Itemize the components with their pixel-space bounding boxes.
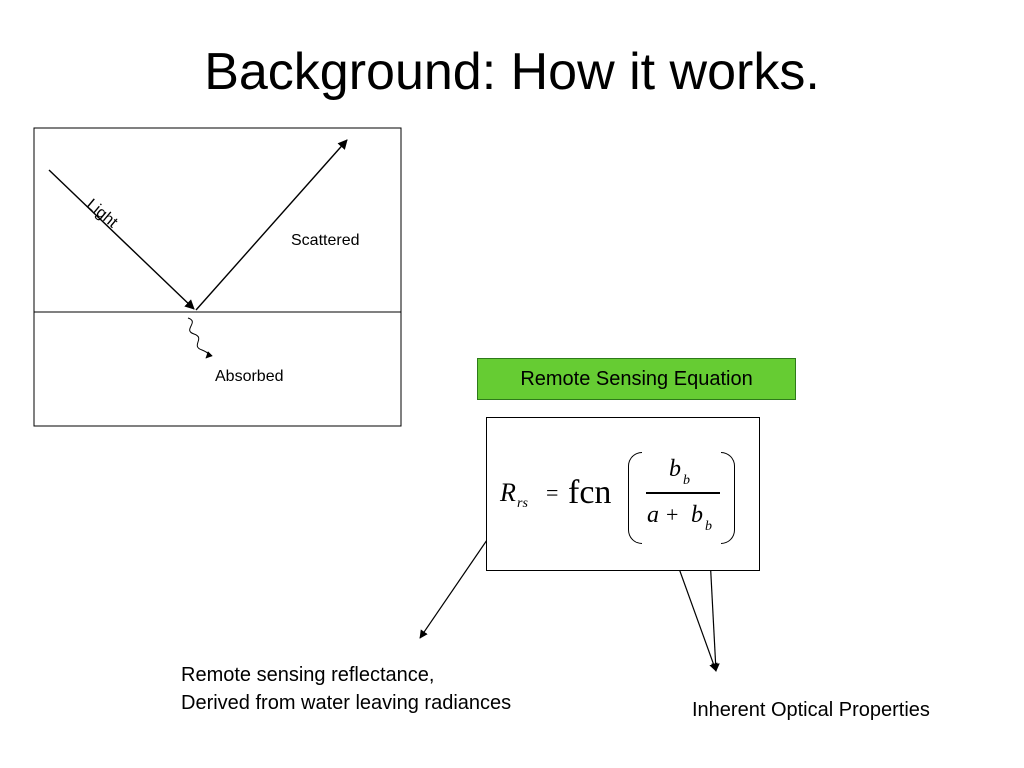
reflectance-caption-line2: Derived from water leaving radiances <box>181 692 512 714</box>
numerator-symbol: b <box>669 456 681 482</box>
equation-box <box>486 417 760 571</box>
absorbed-wave-arrow <box>187 317 213 359</box>
denominator-plus: + <box>666 502 679 527</box>
lhs-subscript: rs <box>517 496 528 511</box>
equation-header-label: Remote Sensing Equation <box>477 358 796 400</box>
denominator-subscript: b <box>705 519 712 534</box>
slide-title: Background: How it works. <box>204 43 820 101</box>
fraction-bar <box>646 492 720 494</box>
incident-light-arrow <box>48 169 195 310</box>
scattered-label: Scattered <box>291 232 360 249</box>
scattered-light-arrow <box>195 139 348 311</box>
equals-sign: = <box>546 480 559 505</box>
numerator-subscript: b <box>683 473 690 488</box>
right-paren <box>721 452 735 544</box>
lhs-symbol: R <box>500 478 516 507</box>
iop-caption: Inherent Optical Properties <box>692 699 930 721</box>
function-name: fcn <box>568 474 612 511</box>
denominator-a: a <box>647 502 659 528</box>
reflectance-caption-line1: Remote sensing reflectance, <box>181 664 435 686</box>
light-diagram-box <box>33 127 402 427</box>
denominator-b: b <box>691 502 703 528</box>
absorbed-label: Absorbed <box>215 368 284 385</box>
left-paren <box>628 452 642 544</box>
